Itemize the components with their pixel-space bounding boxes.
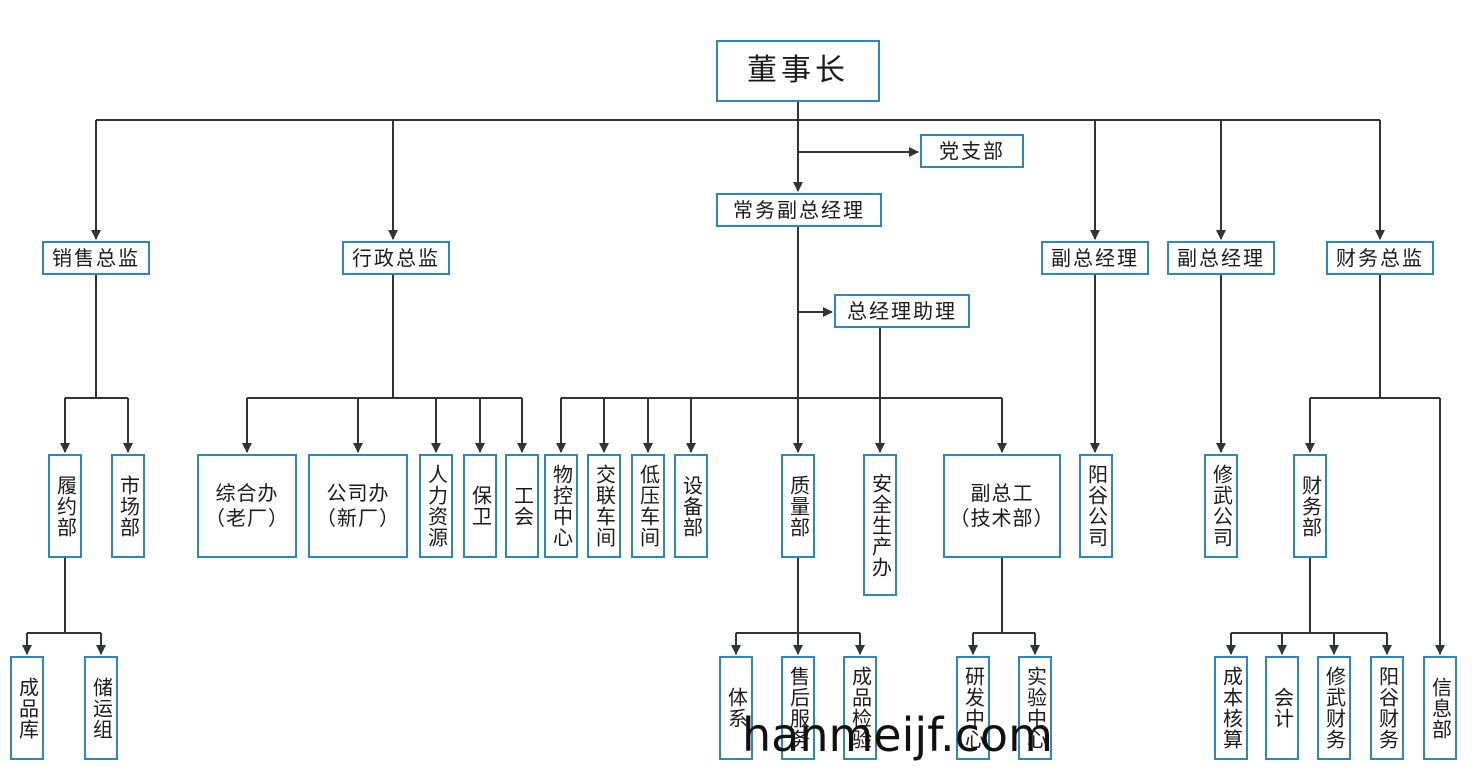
node-storage-transport: 储运组 xyxy=(84,656,118,760)
node-party-branch: 党支部 xyxy=(920,134,1024,168)
node-equipment: 设备部 xyxy=(674,454,708,558)
node-company-office-new: 公司办 （新厂） xyxy=(308,454,408,558)
node-union: 工会 xyxy=(505,454,539,558)
node-cost-accounting: 成本核算 xyxy=(1214,656,1248,760)
node-xiuwu-company: 修武公司 xyxy=(1204,454,1238,558)
node-gm-assistant: 总经理助理 xyxy=(834,294,970,328)
node-vp-2: 副总经理 xyxy=(1167,241,1275,275)
node-chairman: 董事长 xyxy=(716,40,880,102)
node-admin-director: 行政总监 xyxy=(342,241,450,275)
node-quality: 质量部 xyxy=(781,454,815,558)
node-finance-dept: 财务部 xyxy=(1293,454,1327,558)
node-after-sales: 售后服务 xyxy=(781,656,815,760)
node-marketing: 市场部 xyxy=(111,454,145,558)
node-fulfillment: 履约部 xyxy=(48,454,82,558)
node-lab-center: 实验中心 xyxy=(1018,656,1052,760)
node-deputy-chief-engineer: 副总工 （技术部） xyxy=(943,454,1061,558)
node-security: 保卫 xyxy=(463,454,497,558)
node-exec-vp: 常务副总经理 xyxy=(716,193,882,227)
node-accounting: 会计 xyxy=(1265,656,1299,760)
node-vp-1: 副总经理 xyxy=(1041,241,1149,275)
node-rd-center: 研发中心 xyxy=(956,656,990,760)
node-finished-goods-warehouse: 成品库 xyxy=(10,656,44,760)
node-general-office-old: 综合办 （老厂） xyxy=(197,454,297,558)
node-yanggu-finance: 阳谷财务 xyxy=(1370,656,1404,760)
node-xiuwu-finance: 修武财务 xyxy=(1317,656,1351,760)
watermark: hanmeijf.com xyxy=(742,708,1053,762)
node-ac-workshop: 交联车间 xyxy=(587,454,621,558)
node-material-control: 物控中心 xyxy=(544,454,578,558)
node-safety-office: 安全生产办 xyxy=(863,454,897,596)
node-sales-director: 销售总监 xyxy=(42,241,150,275)
node-it-dept: 信息部 xyxy=(1423,656,1457,760)
node-yanggu-company: 阳谷公司 xyxy=(1079,454,1113,558)
node-hr: 人力资源 xyxy=(419,454,453,558)
node-lv-workshop: 低压车间 xyxy=(631,454,665,558)
node-finance-director: 财务总监 xyxy=(1326,241,1434,275)
node-system: 体系 xyxy=(719,656,753,760)
node-product-inspection: 成品检验 xyxy=(843,656,877,760)
